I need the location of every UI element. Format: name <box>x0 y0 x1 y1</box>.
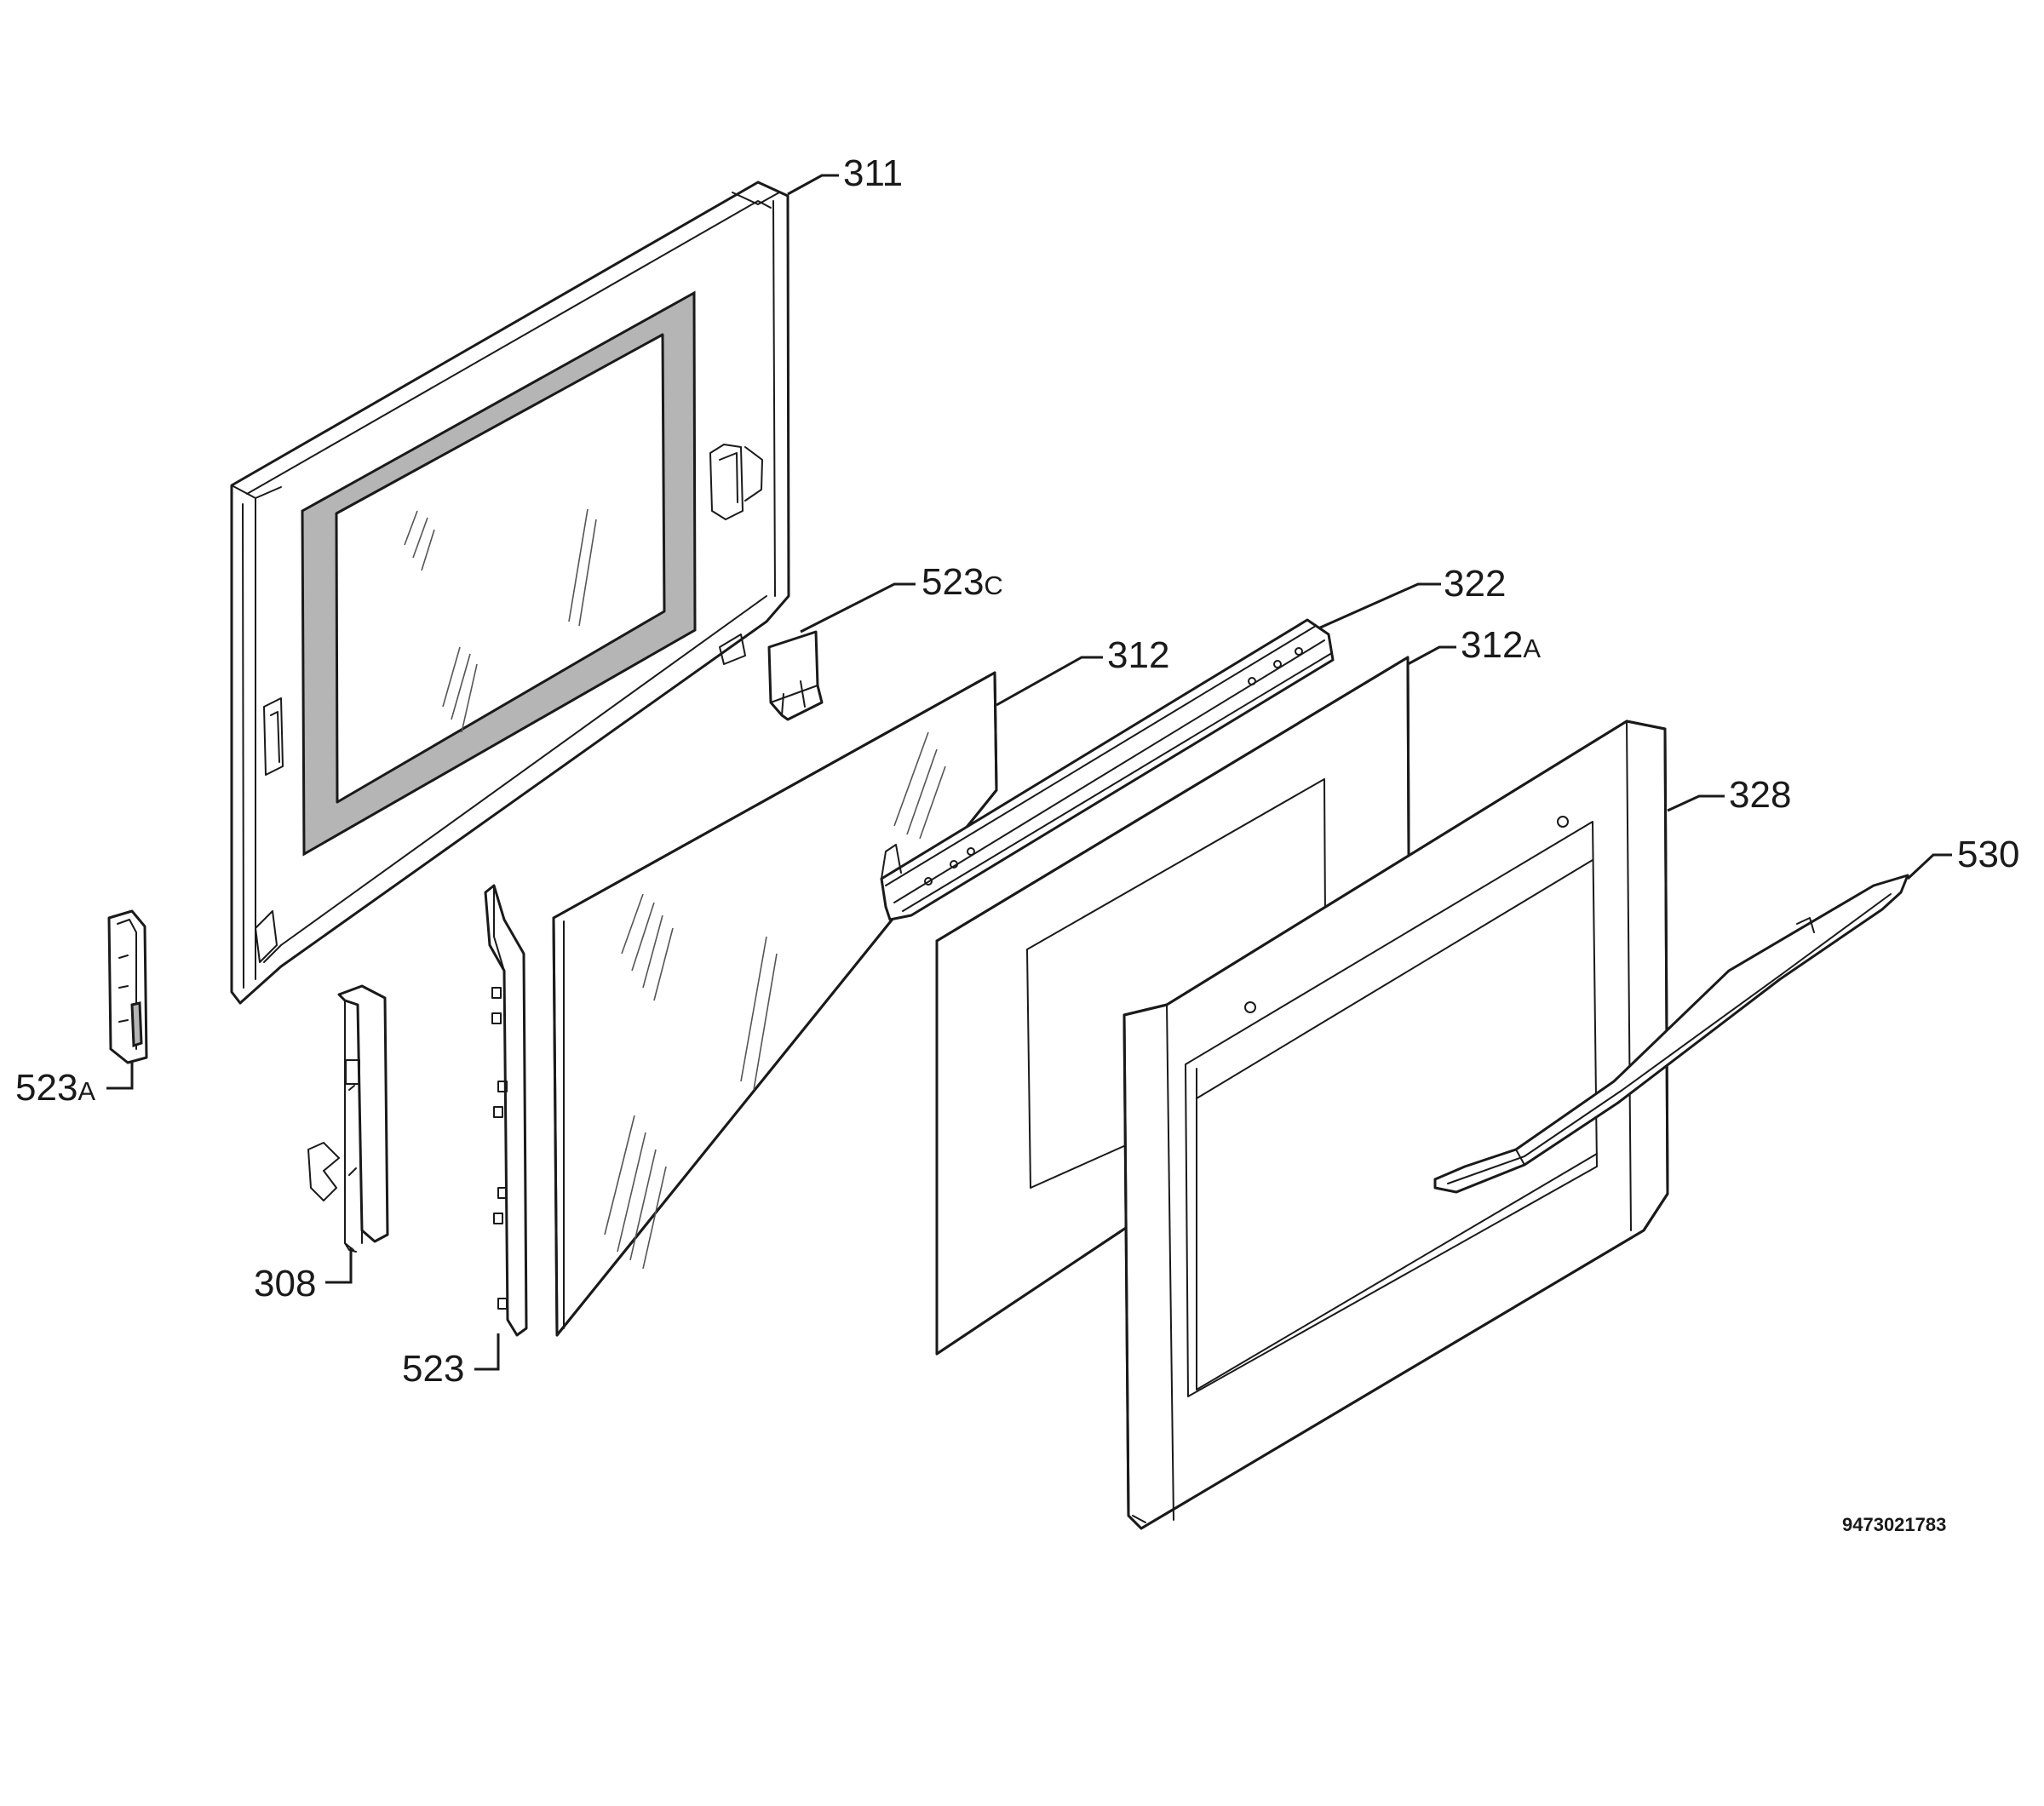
label-311: 311 <box>843 152 903 194</box>
part-523-side-strip <box>484 884 528 1337</box>
part-308-hinge <box>307 984 389 1253</box>
part-312-glass-pane <box>552 671 998 1337</box>
label-523a: 523A <box>15 1067 95 1109</box>
label-523a-suffix: A <box>78 1076 95 1106</box>
label-530: 530 <box>1957 834 2019 875</box>
label-523a-number: 523 <box>15 1067 78 1109</box>
label-312a: 312A <box>1461 624 1541 666</box>
part-322-rail <box>880 618 1335 921</box>
document-id: 9473021783 <box>1842 1514 1946 1535</box>
label-523c: 523C <box>922 561 1003 603</box>
label-523c-suffix: C <box>984 570 1002 600</box>
leader-lines <box>106 174 1952 1371</box>
label-312a-suffix: A <box>1523 634 1541 663</box>
part-328-outer-door <box>1122 720 1669 1530</box>
label-523: 523 <box>402 1348 464 1390</box>
label-328: 328 <box>1729 774 1791 816</box>
label-523c-number: 523 <box>922 561 984 603</box>
label-322: 322 <box>1444 563 1506 605</box>
label-312: 312 <box>1107 634 1169 676</box>
part-311-inner-door-panel <box>230 181 790 1005</box>
label-312a-number: 312 <box>1461 624 1523 666</box>
part-523a-latch <box>107 909 148 1064</box>
part-523c-clip <box>767 630 824 721</box>
label-308: 308 <box>254 1263 316 1304</box>
part-530-handle <box>1433 874 1909 1194</box>
